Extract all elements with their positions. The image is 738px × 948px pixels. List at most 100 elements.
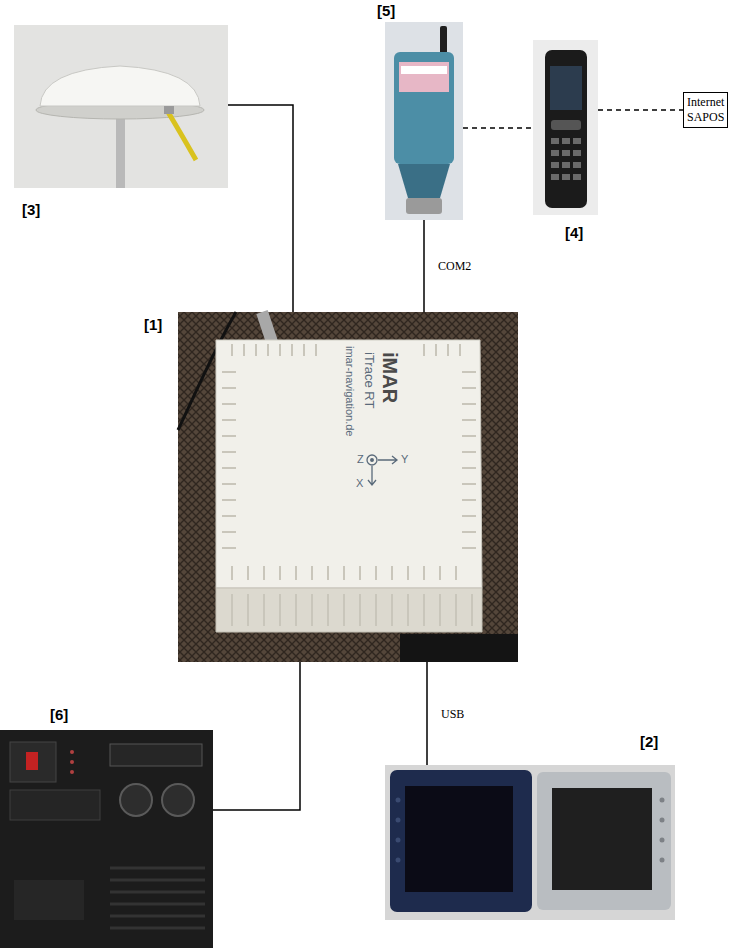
imu-photo-part bbox=[462, 372, 476, 548]
cable-line bbox=[423, 220, 425, 312]
imu-photo-part bbox=[232, 566, 456, 580]
imu-photo-part bbox=[216, 340, 482, 588]
tablet-photo-part bbox=[396, 838, 401, 843]
brand-text: iMAR bbox=[380, 352, 400, 403]
antenna-photo-part bbox=[164, 106, 174, 114]
antenna-photo-part bbox=[14, 25, 228, 188]
phone-photo-part bbox=[573, 138, 581, 144]
callout-number: [1] bbox=[144, 316, 162, 334]
tablet-photo-part bbox=[390, 770, 532, 912]
network-label: Internet SAPOS bbox=[687, 95, 724, 125]
phone-photo-part bbox=[533, 40, 598, 215]
antenna-node: [3] bbox=[14, 25, 228, 188]
callout-number: [4] bbox=[565, 224, 583, 242]
port-label: USB bbox=[439, 707, 466, 721]
cable-line bbox=[228, 105, 293, 312]
tablet-photo-part bbox=[660, 798, 665, 803]
power-supply-photo-part bbox=[120, 784, 152, 816]
tablet-photo-part bbox=[660, 818, 665, 823]
axis-label: X bbox=[356, 478, 363, 489]
phone-photo-part bbox=[562, 162, 570, 168]
power-supply-photo-part bbox=[70, 750, 74, 754]
imu-photo-part bbox=[222, 344, 476, 626]
modem-photo-part bbox=[394, 52, 454, 164]
callout-number: [3] bbox=[22, 201, 40, 219]
wireless-link bbox=[463, 127, 533, 129]
imu-photo-part bbox=[232, 344, 316, 356]
cable-line bbox=[213, 662, 300, 810]
power-supply-photo-part bbox=[70, 770, 74, 774]
power-supply-photo bbox=[0, 730, 213, 948]
model-text: iTrace RT bbox=[363, 352, 376, 408]
modem-photo-part bbox=[385, 22, 463, 220]
power-supply-photo-part bbox=[110, 744, 202, 766]
power-supply-photo-part bbox=[70, 760, 74, 764]
imu-photo-part bbox=[400, 634, 518, 662]
antenna-photo-part bbox=[116, 108, 125, 188]
power-supply-photo-part bbox=[14, 880, 84, 920]
phone-photo-part bbox=[573, 150, 581, 156]
imu-photo-part bbox=[232, 594, 472, 626]
imu-photo-part bbox=[216, 588, 482, 632]
power-supply-photo-part bbox=[26, 752, 38, 770]
phone-node: [4] bbox=[533, 40, 598, 215]
imu-photo-part bbox=[367, 455, 377, 465]
power-supply-photo-part bbox=[110, 868, 205, 928]
network-box: Internet SAPOS bbox=[683, 92, 728, 128]
imu-photo-part bbox=[371, 459, 374, 462]
power-supply-photo-part bbox=[70, 750, 74, 774]
callout-number: [2] bbox=[640, 733, 658, 751]
power-supply-node: [6] bbox=[0, 730, 213, 948]
imu-photo-part bbox=[424, 344, 460, 356]
imu-photo-part bbox=[368, 466, 376, 485]
imu-photo-part bbox=[367, 455, 397, 485]
imu-photo bbox=[178, 312, 518, 662]
port-label: COM2 bbox=[436, 259, 473, 273]
website-text: imar-navigation.de bbox=[344, 346, 355, 437]
antenna-photo-part bbox=[40, 66, 200, 106]
tablet-photo-part bbox=[537, 772, 671, 910]
tablet-photo bbox=[385, 765, 675, 920]
phone-photo-part bbox=[562, 138, 570, 144]
phone-photo-part bbox=[562, 150, 570, 156]
power-supply-photo-part bbox=[162, 784, 194, 816]
phone-photo-part bbox=[551, 120, 581, 130]
tablet-photo-part bbox=[660, 838, 665, 843]
axis-label: Y bbox=[401, 454, 408, 465]
wireless-link bbox=[598, 109, 683, 111]
phone-photo-part bbox=[573, 174, 581, 180]
phone-photo-part bbox=[562, 174, 570, 180]
tablet-photo-part bbox=[396, 858, 401, 863]
axis-label: Z bbox=[357, 454, 364, 465]
antenna-photo-part bbox=[168, 112, 196, 160]
power-supply-photo-part bbox=[110, 868, 205, 928]
tablet-photo-part bbox=[396, 798, 401, 803]
tablet-photo-part bbox=[385, 765, 675, 920]
tablet-photo-part bbox=[396, 818, 401, 823]
imu-photo-part bbox=[262, 312, 272, 342]
phone-photo-part bbox=[551, 162, 559, 168]
modem-photo bbox=[385, 22, 463, 220]
modem-photo-part bbox=[406, 198, 442, 214]
imu-node: [1] bbox=[178, 312, 518, 662]
callout-number: [5] bbox=[377, 2, 395, 20]
phone-photo-part bbox=[545, 50, 587, 208]
modem-photo-part bbox=[399, 62, 449, 92]
tablet-photo-part bbox=[660, 798, 665, 863]
power-supply-photo-part bbox=[0, 730, 213, 948]
modem-photo-part bbox=[398, 164, 450, 198]
phone-photo-part bbox=[573, 162, 581, 168]
tablet-photo-part bbox=[552, 788, 652, 890]
imu-photo-part bbox=[178, 312, 518, 662]
cable-line bbox=[426, 662, 428, 765]
phone-photo-part bbox=[551, 138, 559, 144]
phone-photo bbox=[533, 40, 598, 215]
power-supply-photo-part bbox=[10, 742, 56, 782]
tablet-photo-part bbox=[396, 798, 401, 863]
tablet-photo-part bbox=[660, 858, 665, 863]
tablet-node: [2] bbox=[385, 765, 675, 920]
